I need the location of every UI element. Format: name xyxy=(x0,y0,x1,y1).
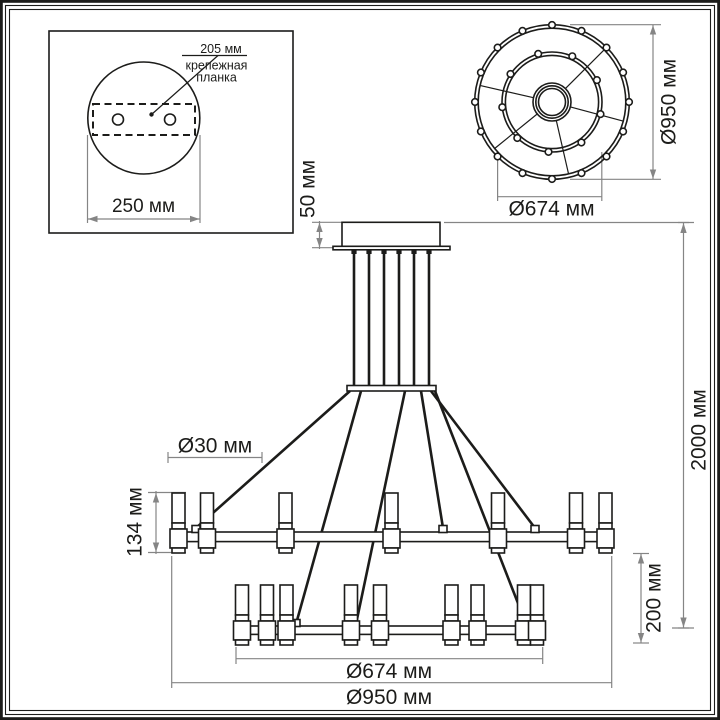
top-view-dim-674-label: Ø674 мм xyxy=(508,198,594,221)
dim-30-label: Ø30 мм xyxy=(178,435,252,458)
dim-50-label: 50 мм xyxy=(297,160,320,218)
top-view-dim-950-label: Ø950 мм xyxy=(658,59,681,145)
dim-200-label: 200 мм xyxy=(643,563,666,633)
plate-label-line2: планка xyxy=(196,71,237,85)
canopy xyxy=(341,221,441,248)
inset-box xyxy=(48,30,294,234)
ceiling-plate xyxy=(332,245,451,251)
front-view xyxy=(169,221,615,646)
dim-950-label: Ø950 мм xyxy=(346,686,432,709)
mounting-plate-dashed xyxy=(92,103,196,136)
dim-2000-label: 2000 мм xyxy=(688,389,711,470)
lower-tier-lamps xyxy=(232,584,547,646)
upper-tier-lamps xyxy=(169,492,615,554)
center-hub xyxy=(532,82,572,122)
mounting-hole-left xyxy=(111,113,125,126)
labels: 205 мм крепежная планка 250 мм Ø950 мм Ø… xyxy=(112,42,711,709)
mounting-inset xyxy=(48,30,294,234)
top-view xyxy=(470,20,634,184)
inset-canopy-circle xyxy=(87,61,201,175)
dim-205-label: 205 мм xyxy=(200,42,242,56)
dim-134-label: 134 мм xyxy=(124,487,147,557)
plate-label-line1: крепежная xyxy=(186,59,248,73)
spokes xyxy=(479,49,624,175)
suspension-cables xyxy=(195,390,537,625)
suspension-rods xyxy=(351,250,432,386)
spider-hub-bar xyxy=(346,384,437,392)
leader-line xyxy=(151,55,219,115)
dim-250-label: 250 мм xyxy=(112,196,175,217)
mounting-hole-right xyxy=(163,113,177,126)
dim-674-label: Ø674 мм xyxy=(346,660,432,683)
